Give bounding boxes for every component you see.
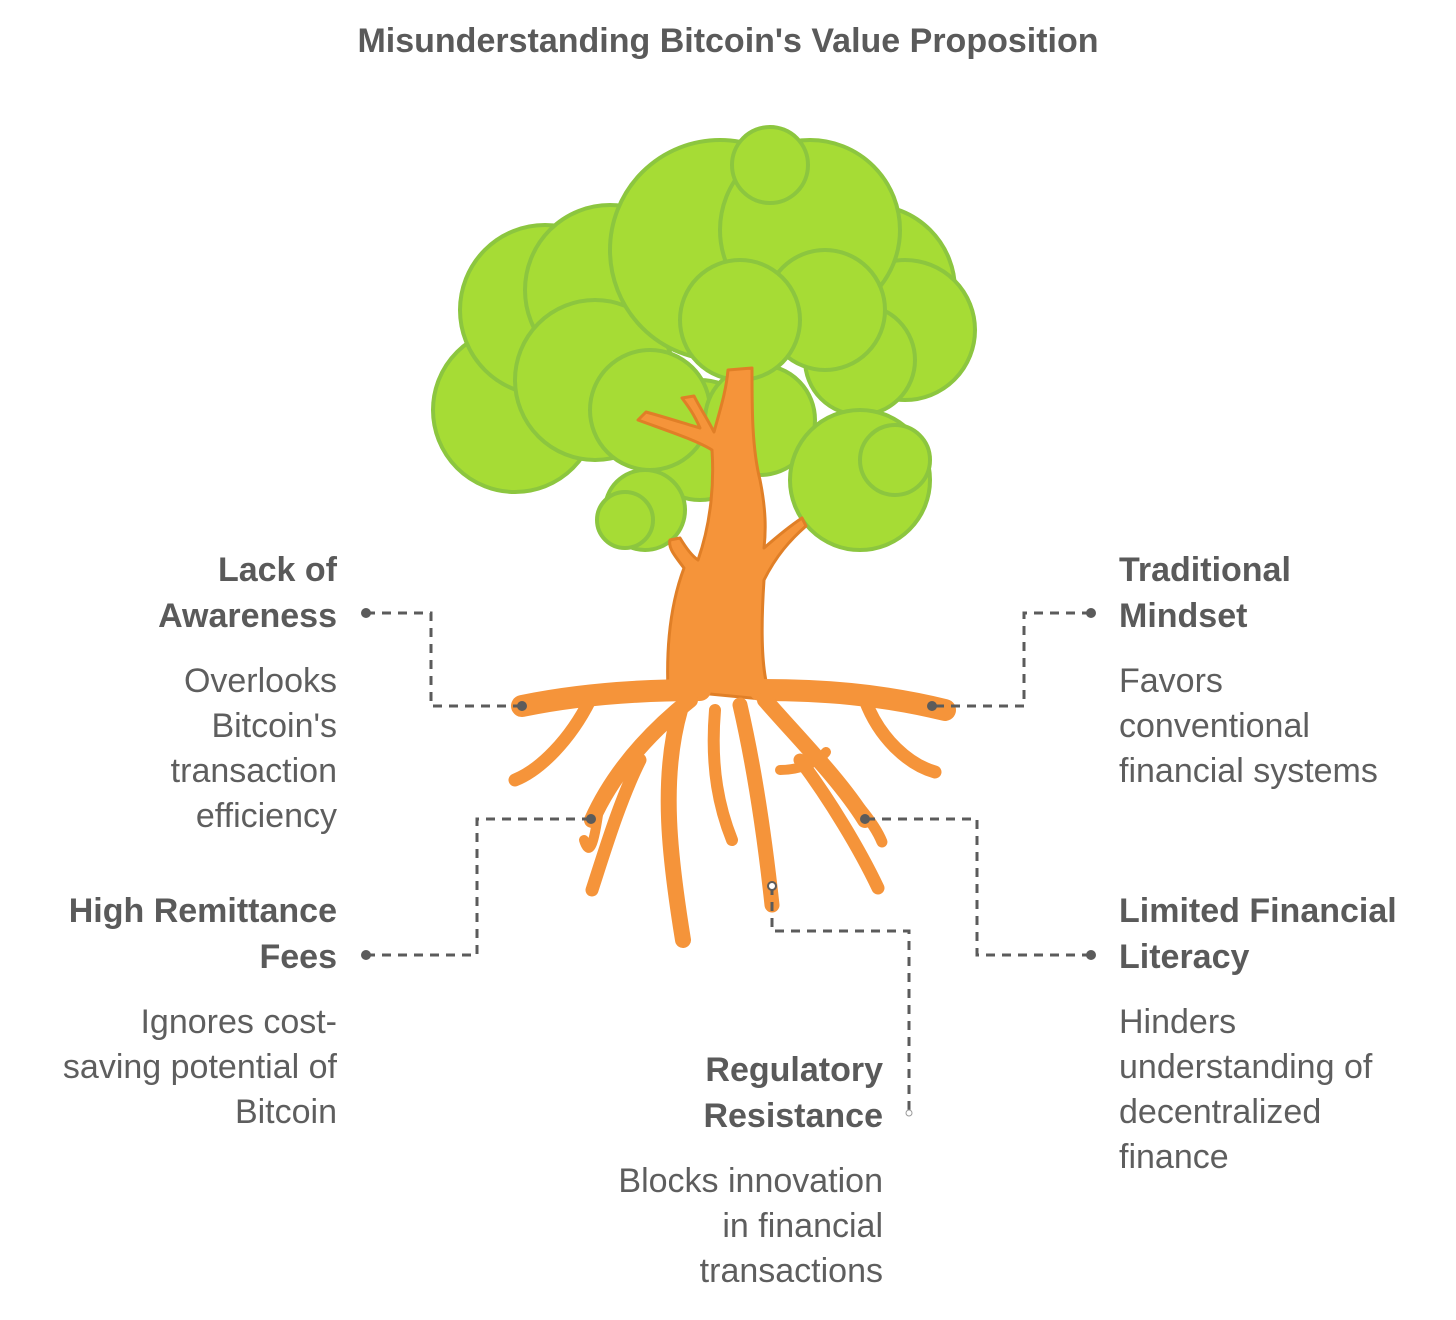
tree-trunk xyxy=(636,366,808,702)
item-high-remittance-fees: High Remittance Fees Ignores cost- savin… xyxy=(63,888,337,1135)
item-description: Hinders understanding of decentralized f… xyxy=(1119,1003,1373,1176)
item-description: Ignores cost- saving potential of Bitcoi… xyxy=(62,1003,337,1131)
item-regulatory-resistance: Regulatory Resistance Blocks innovation … xyxy=(618,1047,883,1294)
item-heading: Traditional Mindset xyxy=(1119,551,1291,635)
connector-traditional-mindset xyxy=(932,611,1091,708)
item-heading: Lack of Awareness xyxy=(158,551,337,635)
item-traditional-mindset: Traditional Mindset Favors conventional … xyxy=(1119,547,1378,794)
connector-lines xyxy=(366,611,1091,1113)
item-description: Favors conventional financial systems xyxy=(1119,662,1378,790)
connector-regulatory-resistance xyxy=(770,886,911,1113)
connector-lack-of-awareness xyxy=(366,611,522,708)
item-description: Overlooks Bitcoin's transaction efficien… xyxy=(170,662,337,835)
connector-high-remittance-fees xyxy=(366,817,591,957)
tree-foliage xyxy=(431,125,977,552)
tree-roots xyxy=(508,679,956,948)
item-lack-of-awareness: Lack of Awareness Overlooks Bitcoin's tr… xyxy=(158,547,337,839)
item-heading: Regulatory Resistance xyxy=(703,1051,883,1135)
item-heading: High Remittance Fees xyxy=(68,892,337,976)
item-heading: Limited Financial Literacy xyxy=(1119,892,1397,976)
connector-dots xyxy=(361,608,1096,960)
item-description: Blocks innovation in financial transacti… xyxy=(618,1162,883,1290)
diagram-title: Misunderstanding Bitcoin's Value Proposi… xyxy=(357,22,1099,60)
item-limited-financial-literacy: Limited Financial Literacy Hinders under… xyxy=(1119,888,1397,1180)
connector-limited-financial-literacy xyxy=(865,817,1091,957)
